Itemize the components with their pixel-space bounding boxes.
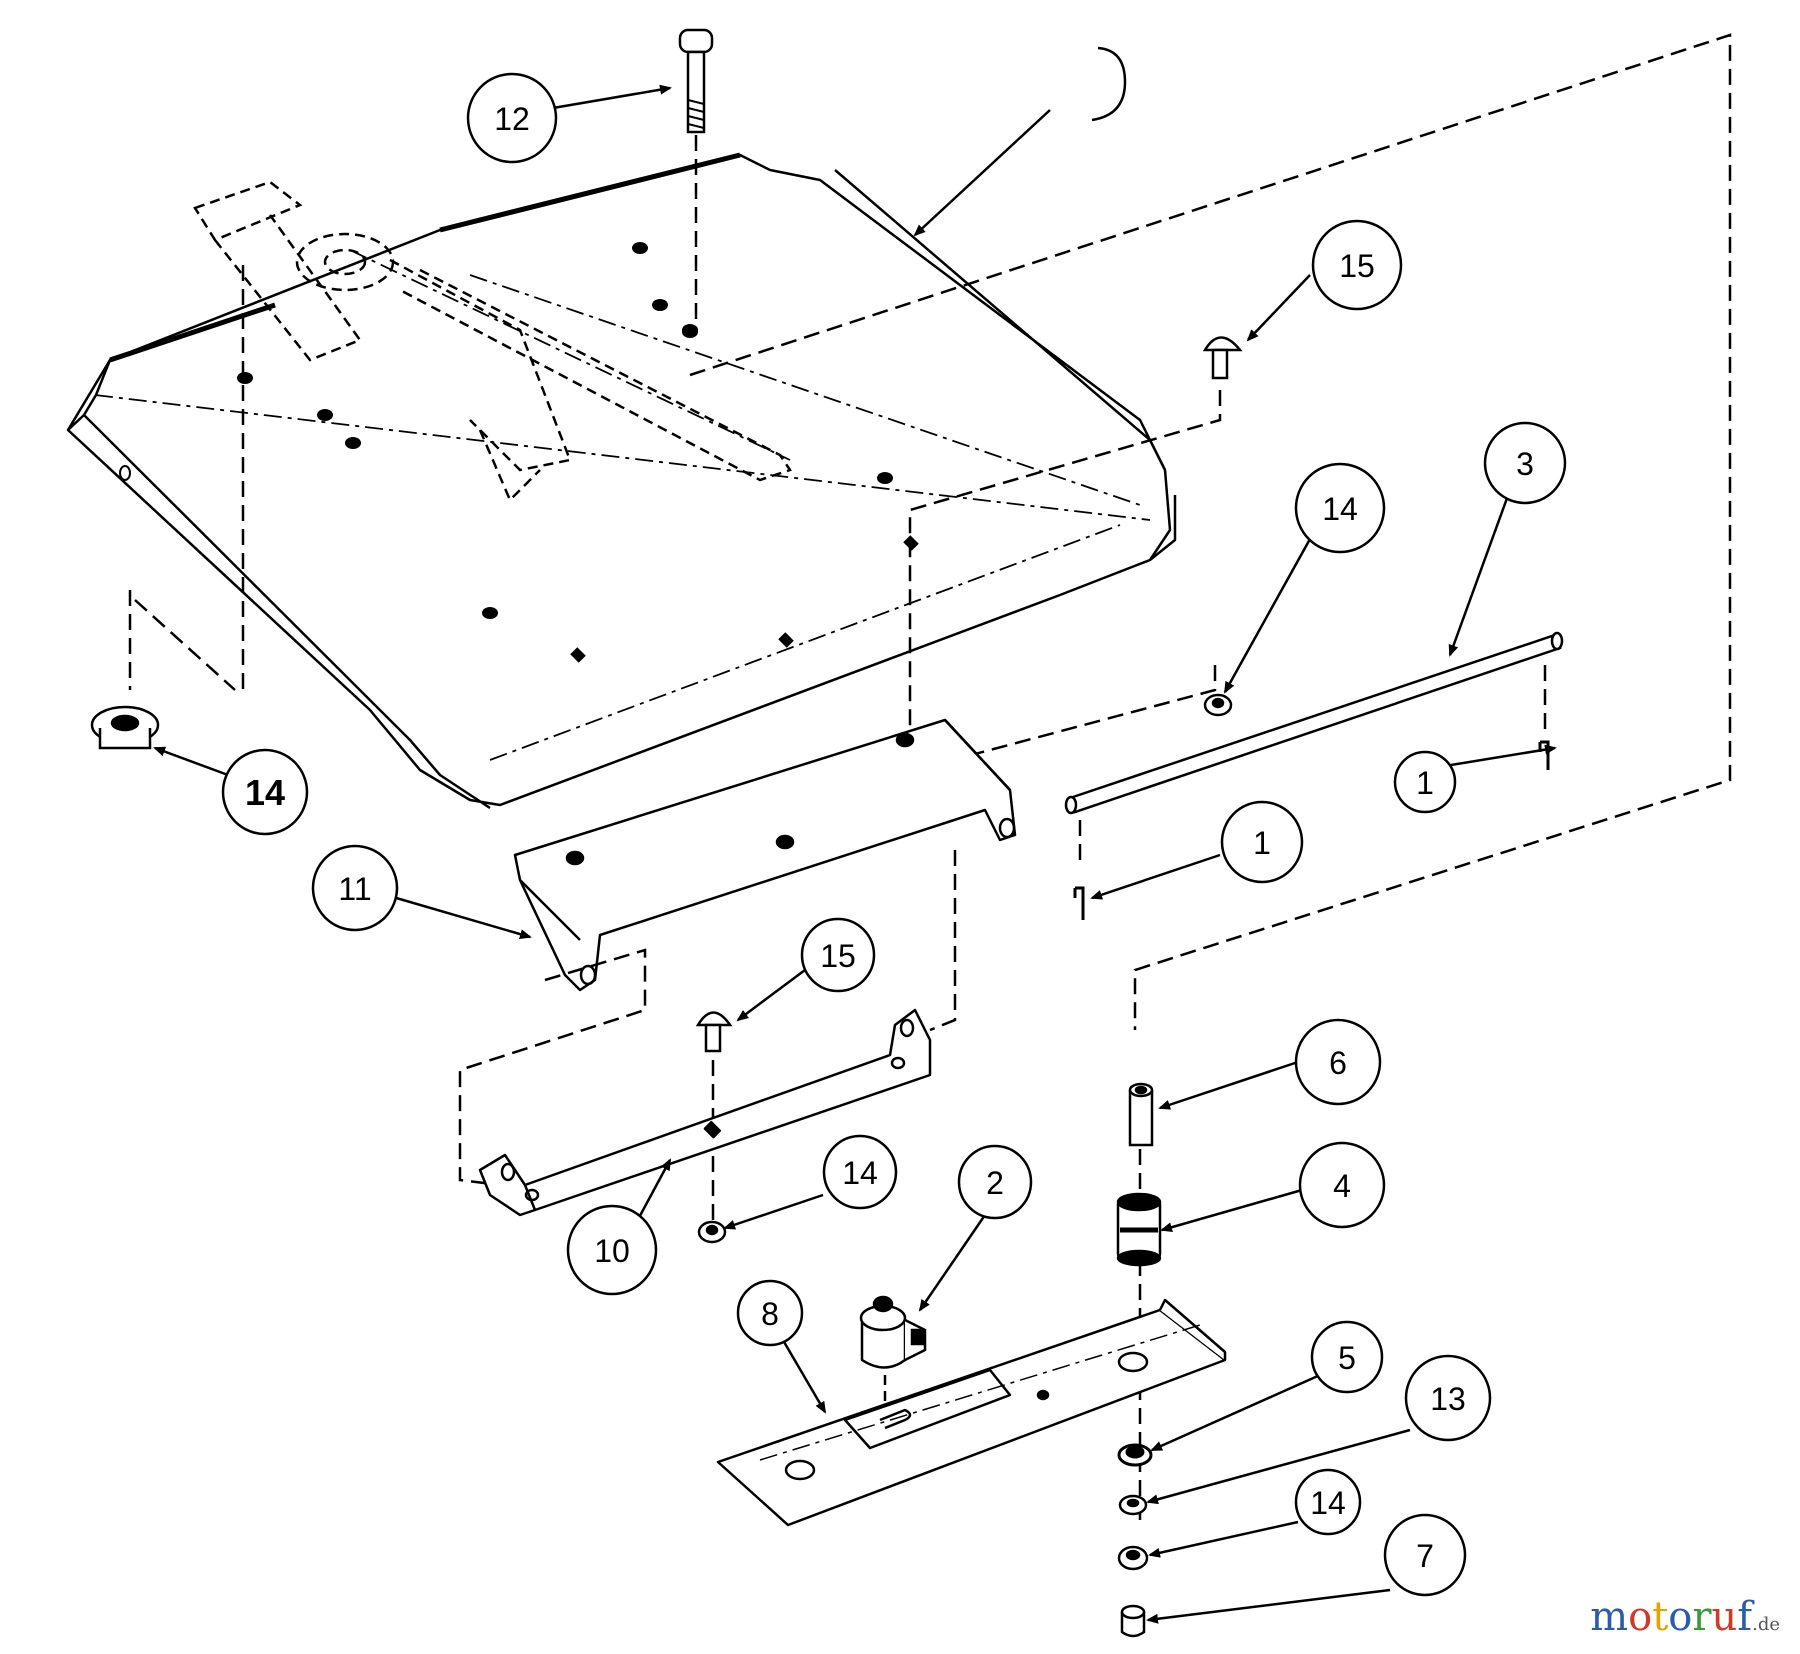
callout-12: 12 — [466, 72, 558, 164]
motoruf-watermark: motoruf.de — [1590, 1594, 1780, 1640]
callout-1a: 1 — [1393, 750, 1457, 814]
wm-letter: o — [1668, 1594, 1693, 1640]
leader-12 — [552, 84, 672, 110]
leader-arrows — [153, 84, 1557, 1624]
nut-lower — [1117, 1545, 1149, 1571]
svg-text:1: 1 — [1253, 825, 1271, 861]
svg-text:10: 10 — [594, 1233, 630, 1269]
bushing-four — [1116, 1192, 1162, 1267]
leader-8 — [778, 1334, 827, 1414]
nut-middle — [697, 1220, 727, 1244]
callout-3: 3 — [1483, 421, 1567, 505]
cotter-pin-right — [1538, 740, 1550, 770]
leader-3 — [1448, 489, 1512, 657]
leader-15a — [1246, 274, 1311, 342]
svg-text:4: 4 — [1333, 1168, 1351, 1204]
callout-2: 2 — [957, 1144, 1033, 1220]
svg-text:6: 6 — [1329, 1045, 1347, 1081]
leader-14a — [1223, 529, 1317, 694]
svg-text:11: 11 — [338, 871, 371, 907]
callout-8: 8 — [736, 1279, 804, 1347]
callout-14c: 14 — [822, 1134, 898, 1210]
cotter-pin-left — [1073, 886, 1085, 920]
rod — [1064, 631, 1564, 815]
svg-text:14: 14 — [1322, 491, 1358, 527]
phantom-linkage — [193, 180, 792, 503]
callouts: 12 15 14 3 14 11 1 1 15 6 14 2 4 10 8 5 … — [221, 46, 1567, 1597]
svg-text:7: 7 — [1416, 1538, 1434, 1574]
dash-left-nut — [128, 265, 245, 691]
leader-1b — [1090, 853, 1221, 900]
svg-text:3: 3 — [1516, 446, 1534, 482]
wm-letter: t — [1652, 1594, 1669, 1640]
leader-13 — [1146, 1428, 1411, 1505]
callout-14a: 14 — [1294, 462, 1386, 554]
leader-10 — [633, 1158, 672, 1226]
leader-4 — [1160, 1188, 1303, 1233]
svg-text:1: 1 — [1416, 765, 1434, 801]
wm-letter: u — [1711, 1594, 1738, 1640]
leader-11 — [385, 893, 532, 939]
carriage-bolt — [678, 28, 714, 134]
wm-letter: r — [1692, 1594, 1712, 1640]
bracket-eleven — [513, 718, 1017, 992]
callout-5: 5 — [1310, 1320, 1384, 1394]
svg-text:14: 14 — [245, 772, 285, 813]
svg-text:12: 12 — [494, 101, 530, 137]
svg-text:15: 15 — [820, 938, 856, 974]
svg-text:5: 5 — [1338, 1340, 1356, 1376]
wm-letter: m — [1590, 1594, 1629, 1640]
callout-13: 13 — [1404, 1354, 1492, 1442]
carriage-bolt-lower — [695, 1011, 733, 1053]
svg-text:2: 2 — [986, 1165, 1004, 1201]
callout-14d: 14 — [1294, 1468, 1362, 1536]
leader-6 — [1158, 1060, 1299, 1110]
callout-10: 10 — [566, 1204, 658, 1296]
dash-14-to-bracket — [959, 665, 1217, 760]
washer-thirteen — [1118, 1494, 1148, 1516]
carriage-bolt-upper — [1202, 336, 1243, 380]
wm-tld: .de — [1752, 1614, 1780, 1635]
svg-text:14: 14 — [842, 1155, 878, 1191]
bolt-hole — [682, 324, 698, 336]
bracket-ten — [478, 1008, 932, 1217]
leader-14b — [153, 746, 229, 777]
callout-1b: 1 — [1220, 800, 1304, 884]
spacer-six — [1128, 1082, 1154, 1147]
leader-9 — [913, 109, 1051, 237]
leader-5 — [1150, 1373, 1321, 1452]
callout-6: 6 — [1294, 1018, 1382, 1106]
leader-15b — [736, 968, 806, 1022]
leader-14c — [723, 1193, 824, 1230]
plate-holes — [119, 242, 919, 663]
dash-bracket11-down — [458, 948, 647, 1187]
assembly-dash-outline — [689, 33, 1732, 1030]
callout-15b: 15 — [800, 917, 876, 993]
callout-9 — [1091, 46, 1127, 122]
dash-bracket-to-rod — [929, 850, 957, 1032]
washer-five — [1117, 1443, 1153, 1467]
wm-letter: o — [1628, 1594, 1653, 1640]
nut-upper — [1203, 693, 1233, 717]
leader-14d — [1148, 1520, 1299, 1558]
spacer-seven — [1120, 1604, 1146, 1638]
svg-text:13: 13 — [1430, 1381, 1466, 1417]
leader-2 — [918, 1214, 987, 1312]
callout-11: 11 — [311, 844, 399, 932]
leader-7 — [1146, 1588, 1391, 1624]
solenoid — [859, 1295, 927, 1369]
flange-nut-large — [90, 705, 160, 750]
svg-text:14: 14 — [1310, 1485, 1346, 1521]
svg-text:15: 15 — [1339, 248, 1375, 284]
wm-letter: f — [1737, 1594, 1753, 1640]
base-bracket — [716, 1298, 1227, 1527]
callout-4: 4 — [1298, 1141, 1386, 1229]
callout-7: 7 — [1383, 1513, 1467, 1597]
callout-15a: 15 — [1311, 219, 1403, 311]
callout-14b: 14 — [221, 748, 309, 836]
svg-text:8: 8 — [761, 1296, 779, 1332]
